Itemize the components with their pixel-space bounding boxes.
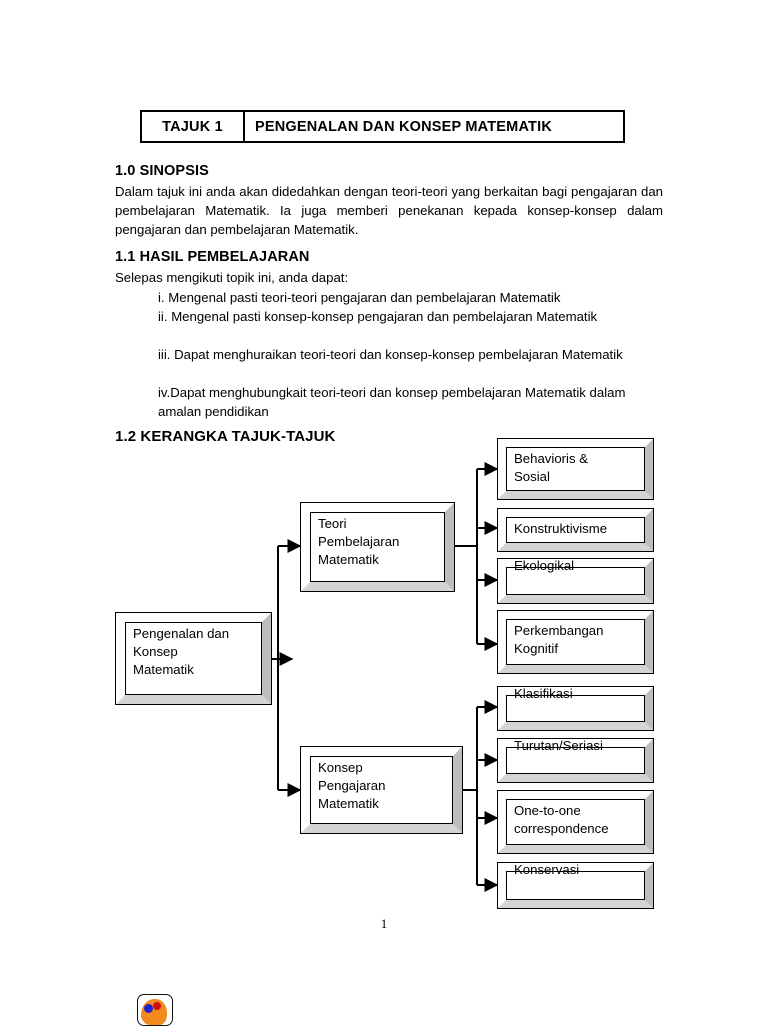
node-label: Teori Pembelajaran Matematik <box>318 516 400 567</box>
node-inner: Turutan/Seriasi <box>506 738 645 774</box>
red-dot <box>153 1002 161 1010</box>
node-branch-teori[interactable]: Teori Pembelajaran Matematik <box>300 502 455 592</box>
head-profile-icon <box>137 994 173 1026</box>
node-bevel <box>498 509 653 551</box>
section-outcomes-intro: Selepas mengikuti topik ini, anda dapat: <box>115 270 349 285</box>
outcome-item: iii. Dapat menghuraikan teori-teori dan … <box>158 347 623 362</box>
node-bevel <box>498 687 653 730</box>
node-inner: Teori Pembelajaran Matematik <box>310 512 445 582</box>
node-bevel <box>301 503 454 591</box>
node-inner: Konstruktivisme <box>506 517 645 543</box>
node-inner: Klasifikasi <box>506 686 645 722</box>
node-leaf-behavioris[interactable]: Behavioris & Sosial <box>497 438 654 500</box>
node-leaf-klasifikasi[interactable]: Klasifikasi <box>497 686 654 731</box>
node-label: Perkembangan Kognitif <box>514 623 604 656</box>
blue-dot <box>144 1004 153 1013</box>
outcome-item: iv.Dapat menghubungkait teori-teori dan … <box>158 385 626 419</box>
topic-number-label: TAJUK 1 <box>162 118 223 135</box>
node-leaf-ekologikal[interactable]: Ekologikal <box>497 558 654 604</box>
node-inner: Perkembangan Kognitif <box>506 619 645 665</box>
section-framework-heading: 1.2 KERANGKA TAJUK-TAJUK <box>115 428 336 445</box>
node-label: Behavioris & Sosial <box>514 451 589 484</box>
node-leaf-one-to-one[interactable]: One-to-one correspondence <box>497 790 654 854</box>
node-label: Konsep Pengajaran Matematik <box>318 760 386 811</box>
node-inner: Behavioris & Sosial <box>506 447 645 491</box>
outcome-item: i. Mengenal pasti teori-teori pengajaran… <box>158 290 561 305</box>
node-label: Konstruktivisme <box>514 521 608 536</box>
node-inner: Konservasi <box>506 862 645 900</box>
topic-title-bar: TAJUK 1 PENGENALAN DAN KONSEP MATEMATIK <box>140 110 625 143</box>
node-label: Turutan/Seriasi <box>514 738 603 753</box>
section-synopsis-heading: 1.0 SINOPSIS <box>115 163 209 179</box>
node-bevel <box>498 791 653 853</box>
node-leaf-konservasi[interactable]: Konservasi <box>497 862 654 909</box>
node-label: Pengenalan dan Konsep Matematik <box>133 626 230 677</box>
node-label: One-to-one correspondence <box>514 803 609 836</box>
node-bevel <box>498 863 653 908</box>
node-bevel <box>498 559 653 603</box>
node-inner: Ekologikal <box>506 558 645 595</box>
topic-title-label: PENGENALAN DAN KONSEP MATEMATIK <box>255 118 553 135</box>
node-leaf-perkembangan-kognitif[interactable]: Perkembangan Kognitif <box>497 610 654 674</box>
node-bevel <box>301 747 462 833</box>
section-synopsis-body: Dalam tajuk ini anda akan didedahkan den… <box>115 184 663 237</box>
node-bevel <box>498 439 653 499</box>
outcome-item: ii. Mengenal pasti konsep-konsep pengaja… <box>158 309 598 324</box>
node-bevel <box>498 611 653 673</box>
node-root[interactable]: Pengenalan dan Konsep Matematik <box>115 612 272 705</box>
node-leaf-konstruktivisme[interactable]: Konstruktivisme <box>497 508 654 552</box>
page-number: 1 <box>380 916 388 931</box>
node-label: Konservasi <box>514 862 580 877</box>
section-outcomes-heading: 1.1 HASIL PEMBELAJARAN <box>115 249 310 265</box>
topic-number-cell: TAJUK 1 <box>142 112 245 141</box>
topic-title-cell: PENGENALAN DAN KONSEP MATEMATIK <box>245 112 623 141</box>
node-inner: One-to-one correspondence <box>506 799 645 845</box>
node-bevel <box>116 613 271 704</box>
node-label: Klasifikasi <box>514 686 573 701</box>
node-branch-konsep[interactable]: Konsep Pengajaran Matematik <box>300 746 463 834</box>
node-label: Ekologikal <box>514 558 575 573</box>
node-inner: Konsep Pengajaran Matematik <box>310 756 453 824</box>
node-leaf-turutan-seriasi[interactable]: Turutan/Seriasi <box>497 738 654 783</box>
node-inner: Pengenalan dan Konsep Matematik <box>125 622 262 695</box>
node-bevel <box>498 739 653 782</box>
